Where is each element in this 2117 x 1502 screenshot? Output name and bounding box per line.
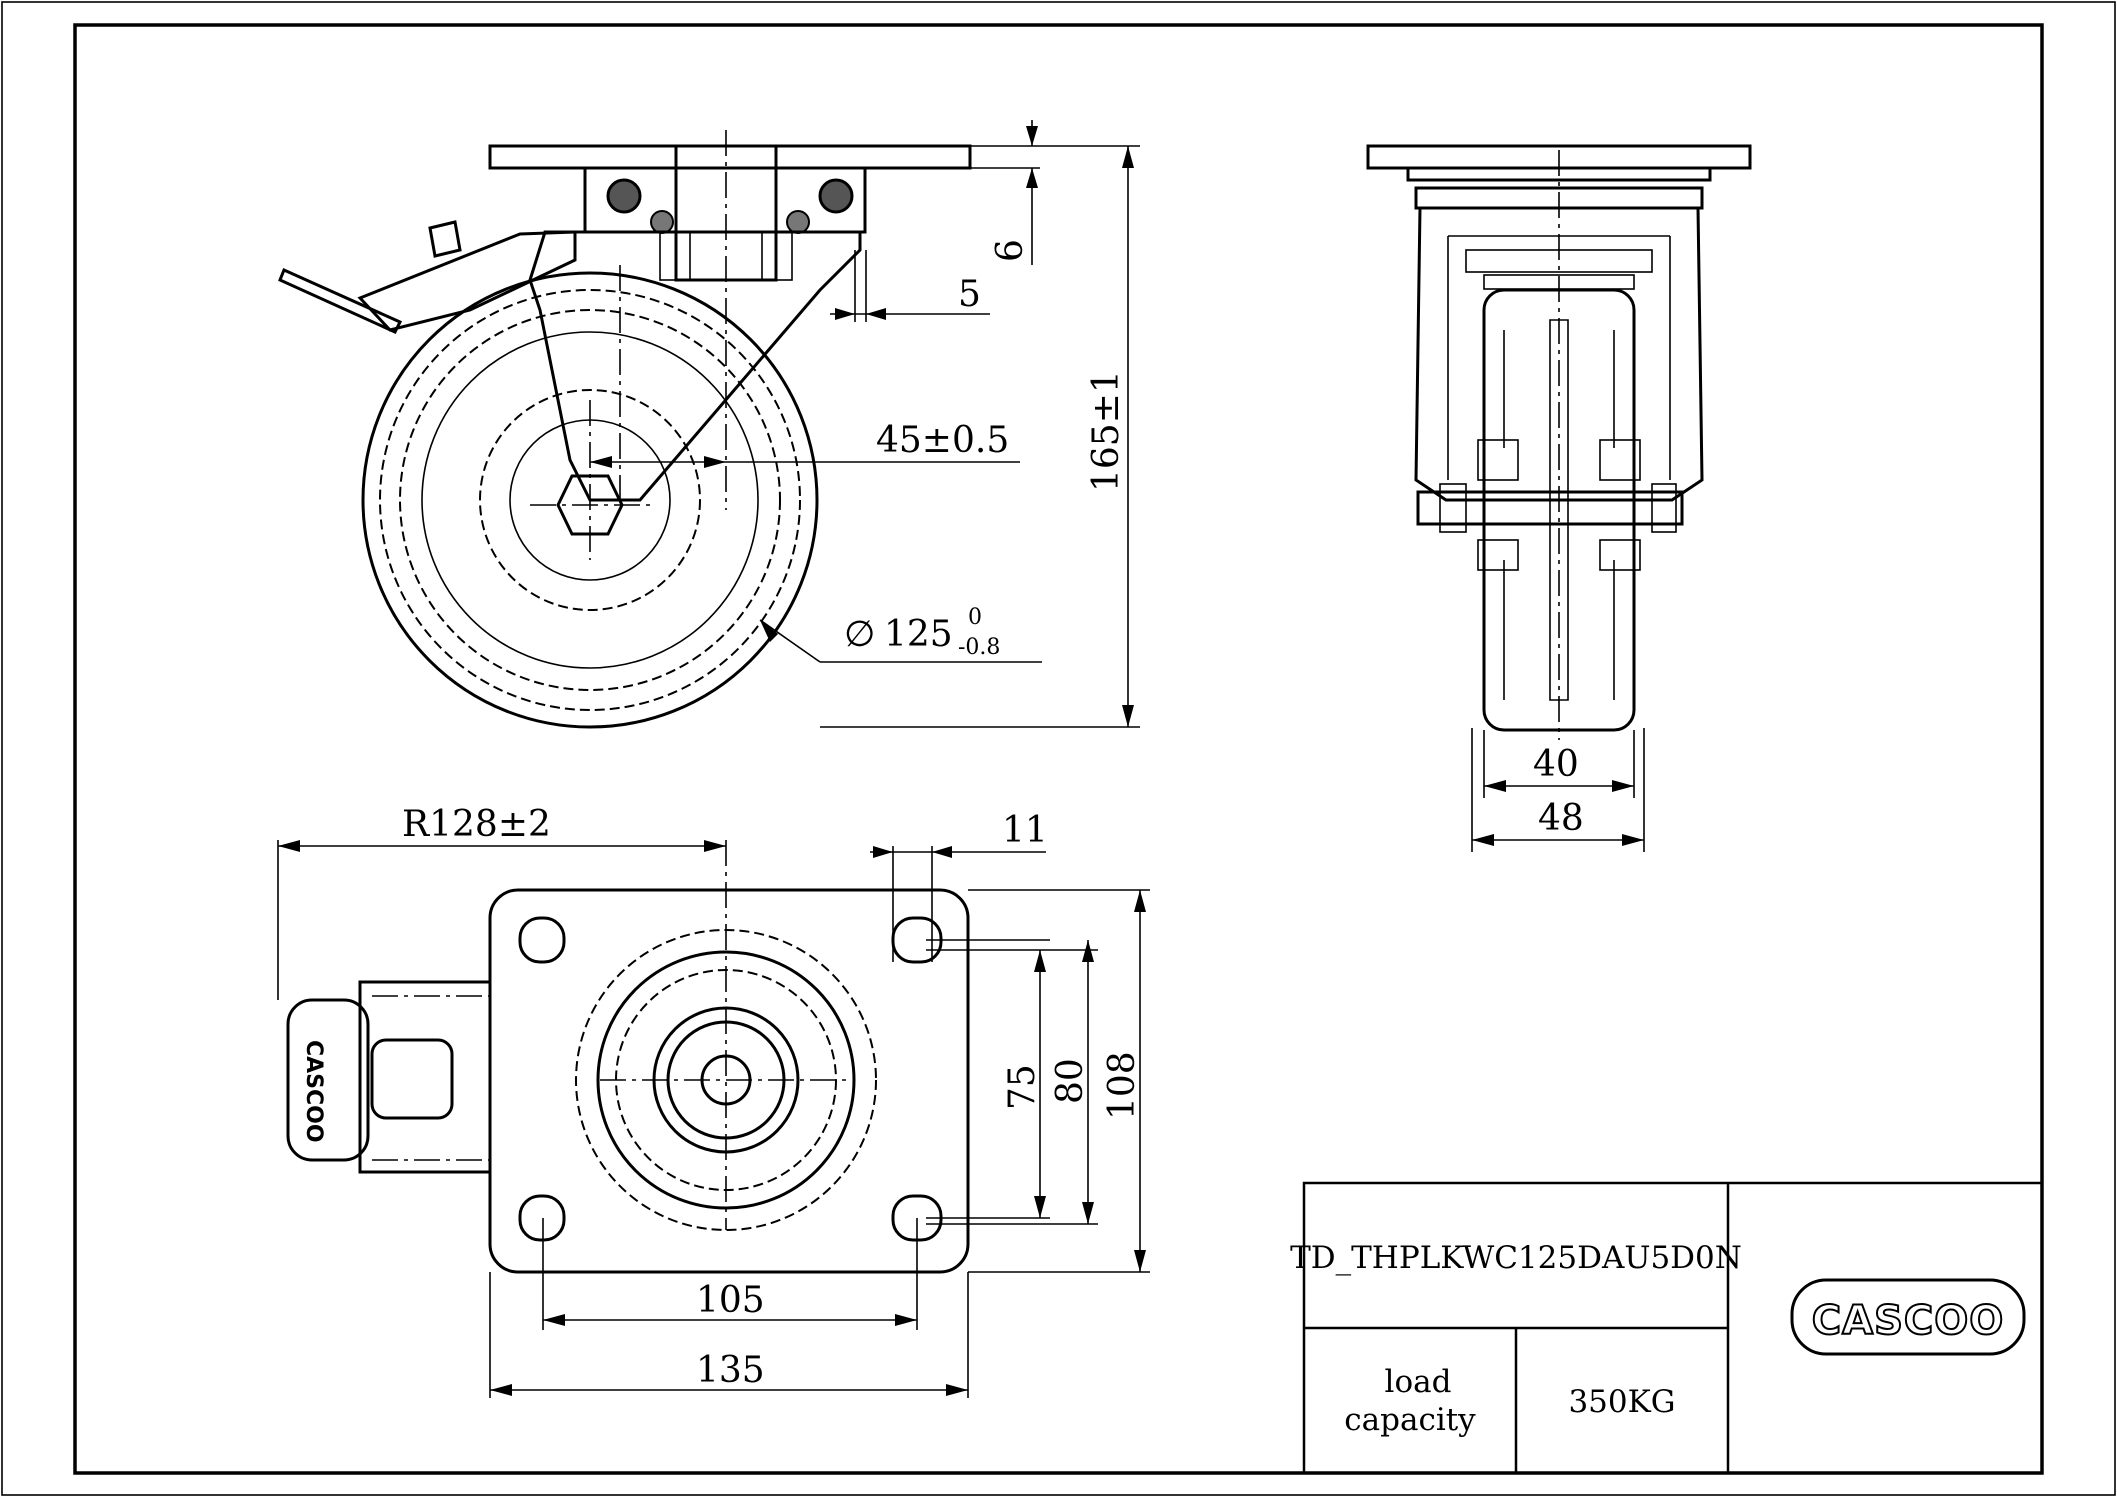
logo-text: CASCOO [1812,1298,2004,1344]
brake-pedal-top [286,998,370,1162]
top-view: CASCOO [286,840,970,1274]
dim-135: 135 [696,1350,765,1391]
dim-diameter-tol-lower: -0.8 [958,635,1000,660]
dim-r128: R128±2 [402,804,551,845]
dim-80: 80 [1050,1058,1091,1104]
hub-ribs [479,389,701,611]
front-view [1366,144,1752,740]
bolt-hole-bottom-left [518,1194,566,1242]
dim-48: 48 [1538,798,1584,839]
dim-165: 165±1 [1086,370,1127,492]
ball-bearing-right [818,178,854,214]
dim-diameter-value: 125 [884,614,953,655]
dim-105: 105 [696,1280,765,1321]
wheel-outer [361,271,819,729]
dim-75: 75 [1002,1064,1043,1110]
load-label-line2: capacity [1344,1402,1476,1438]
brake-pedal [278,267,403,334]
brake-lever [357,230,577,332]
axle-nut [556,474,624,536]
side-view [278,130,972,729]
mounting-plate [488,888,970,1274]
wheel-tread-inner [379,289,801,711]
side-view-dimensions: 165±1 6 5 45±0.5 ∅ 125 0 -0.8 [590,120,1140,728]
ball-bearing-lower-left [650,210,674,234]
front-wheel-web [1549,319,1569,701]
brake-housing [358,980,490,1174]
drawing-frame [73,23,2044,1475]
wheel-core [421,331,759,669]
dim-40: 40 [1533,744,1579,785]
dim-6: 6 [990,239,1031,262]
top-plate [488,144,972,170]
ball-bearing-left [606,178,642,214]
front-axle [1416,490,1684,526]
fork-body [528,230,862,502]
front-view-dimensions: 40 48 [1471,728,1645,852]
bolt-hole-top-left [518,916,566,964]
company-logo [1790,1278,2026,1356]
dim-5: 5 [958,274,981,315]
front-fork-legs [1414,206,1704,502]
dim-diameter-symbol: ∅ [844,614,875,655]
load-value: 350KG [1568,1384,1675,1420]
dim-45: 45±0.5 [876,420,1009,461]
dim-11: 11 [1002,810,1048,851]
top-view-dimensions: R128±2 11 75 80 108 105 [277,804,1150,1398]
dim-108: 108 [1102,1051,1143,1120]
title-block: TD_THPLKWC125DAU5D0N load capacity 350KG… [1290,1181,2044,1475]
wheel-tread-ring [399,309,781,691]
brake-latch [428,220,462,258]
part-number: TD_THPLKWC125DAU5D0N [1290,1240,1742,1276]
brake-logo: CASCOO [301,1040,326,1143]
ball-bearing-lower-right [786,210,810,234]
load-label-line1: load [1385,1364,1452,1400]
dim-diameter-tol-upper: 0 [968,605,982,630]
brake-latch-top [370,1038,454,1120]
